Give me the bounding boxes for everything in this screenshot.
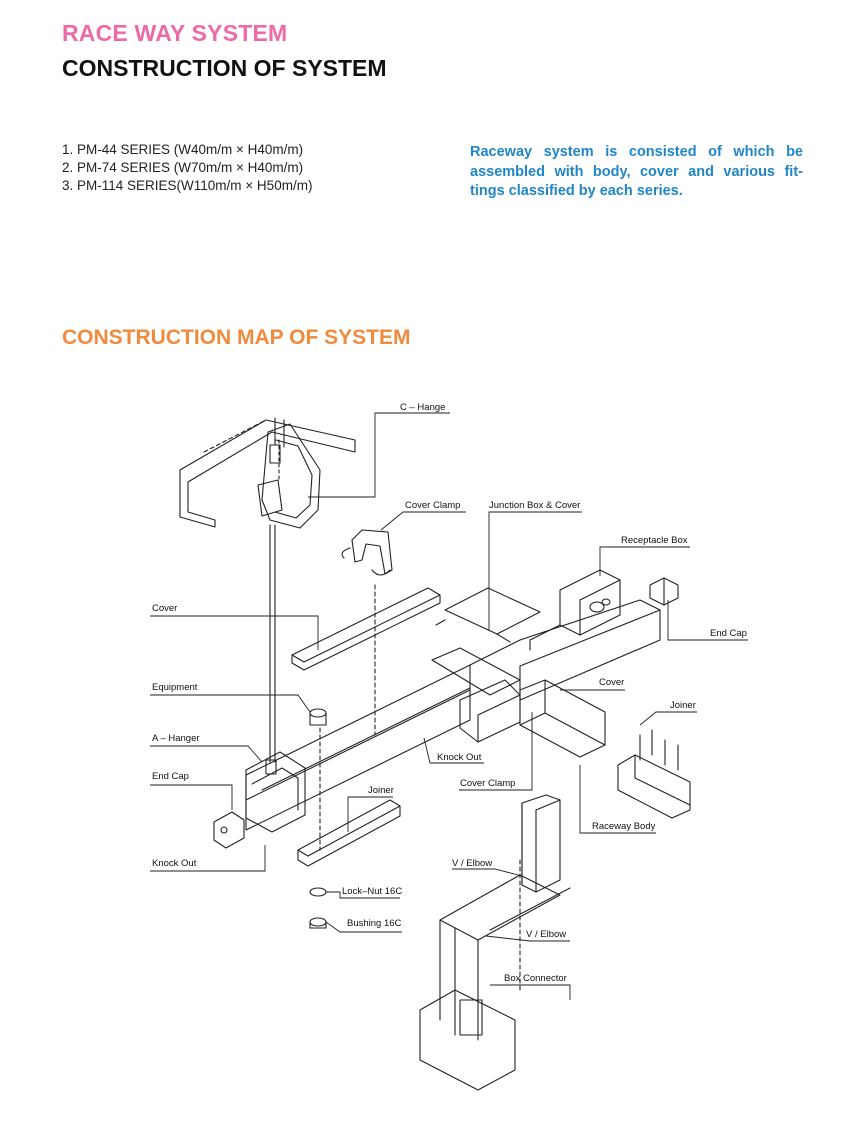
lock-nut-bushing <box>309 887 327 929</box>
joiner-right <box>617 729 691 819</box>
label-c-hanger: C – Hange <box>400 402 445 413</box>
end-cap-left <box>213 811 245 849</box>
page-subtitle: CONSTRUCTION OF SYSTEM <box>62 55 387 81</box>
label-cover-left: Cover <box>152 603 177 614</box>
label-cover-clamp-mid: Cover Clamp <box>460 778 515 789</box>
label-lock-nut: Lock–Nut 16C <box>342 886 402 897</box>
page-title: RACE WAY SYSTEM <box>62 20 288 46</box>
equipment-knob <box>309 708 327 726</box>
end-cap-right <box>649 577 679 606</box>
label-joiner-right: Joiner <box>670 700 696 711</box>
leader-lines <box>150 412 748 1000</box>
label-receptacle-box: Receptacle Box <box>621 535 688 546</box>
series-list: 1. PM-44 SERIES (W40m/m × H40m/m) 2. PM-… <box>62 141 312 195</box>
label-equipment: Equipment <box>152 682 198 693</box>
raceway-right-section <box>519 679 606 758</box>
label-joiner-left: Joiner <box>368 785 394 796</box>
series-item: 1. PM-44 SERIES (W40m/m × H40m/m) <box>62 142 304 157</box>
label-bushing: Bushing 16C <box>347 918 402 929</box>
label-cover-clamp-top: Cover Clamp <box>405 500 460 511</box>
series-item: 2. PM-74 SERIES (W70m/m × H40m/m) <box>62 160 304 175</box>
label-raceway-body: Raceway Body <box>592 821 656 832</box>
label-knock-out-left: Knock Out <box>152 858 197 869</box>
joiner-strip-left <box>297 727 401 867</box>
label-box-connector: Box Connector <box>504 973 567 984</box>
receptacle-box <box>529 569 621 651</box>
label-junction-box: Junction Box & Cover <box>489 500 580 511</box>
label-v-elbow-2: V / Elbow <box>526 929 566 940</box>
section-title: CONSTRUCTION MAP OF SYSTEM <box>62 326 411 349</box>
a-hanger-assembly <box>245 751 306 833</box>
c-hanger <box>257 417 321 529</box>
raceway-main-body <box>245 599 661 831</box>
cover-clamp-top <box>341 529 393 576</box>
system-description: Raceway system is consisted of which be … <box>470 144 803 199</box>
series-item: 3. PM-114 SERIES(W110m/m × H50m/m) <box>62 178 313 193</box>
ceiling-channel <box>179 419 356 528</box>
label-cover-right: Cover <box>599 677 624 688</box>
threaded-rod <box>269 524 276 763</box>
label-a-hanger: A – Hanger <box>152 733 200 744</box>
junction-box-cover <box>435 587 541 643</box>
label-end-cap-right: End Cap <box>710 628 747 639</box>
v-elbow-riser <box>419 794 571 1091</box>
cover-strip <box>291 587 441 671</box>
label-v-elbow-1: V / Elbow <box>452 858 492 869</box>
label-knock-out-mid: Knock Out <box>437 752 482 763</box>
label-end-cap-left: End Cap <box>152 771 189 782</box>
